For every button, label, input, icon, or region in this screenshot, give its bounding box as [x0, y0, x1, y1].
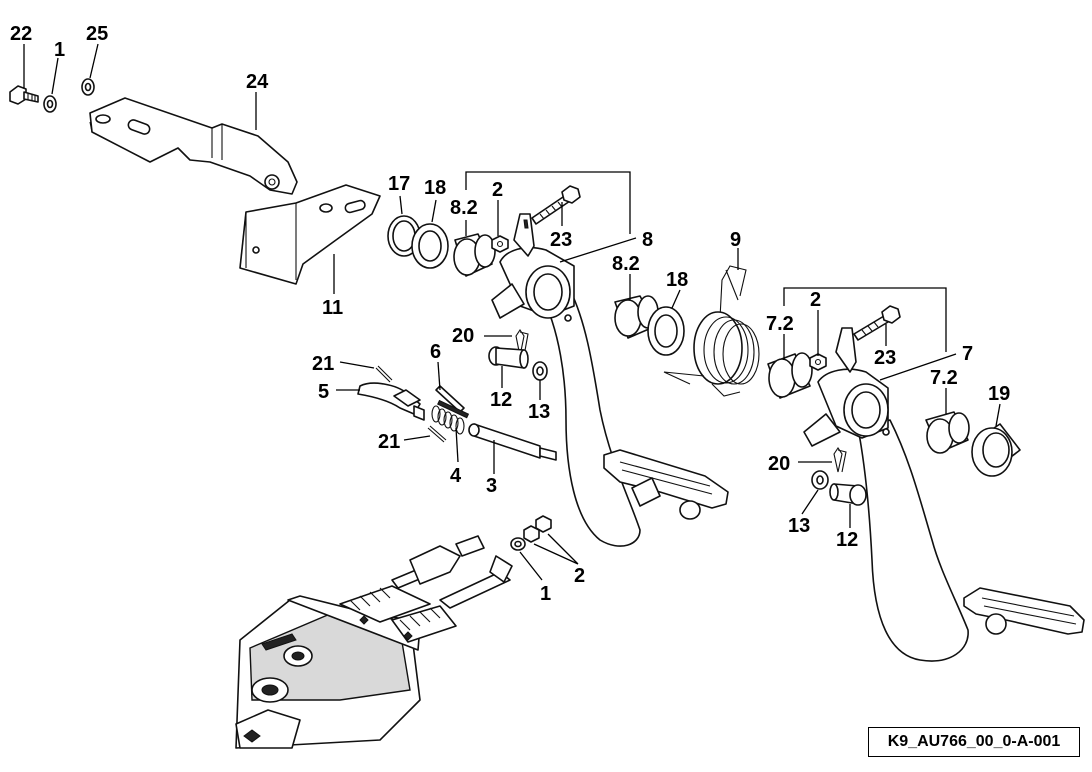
callout-4: 4 — [450, 465, 462, 487]
callout-21-upper: 21 — [312, 353, 334, 375]
callout-25: 25 — [86, 23, 108, 45]
pedal-7 — [803, 327, 1085, 662]
callout-21-lower: 21 — [378, 431, 400, 453]
callout-2-upper: 2 — [492, 179, 503, 201]
callout-13-upper: 13 — [528, 401, 550, 423]
callout-19: 19 — [988, 383, 1010, 405]
washer-13-upper — [532, 361, 548, 381]
rod-3 — [468, 423, 557, 461]
callout-7-2-left: 7.2 — [766, 313, 794, 335]
bushing-7-2-right — [925, 411, 970, 454]
callout-8-2-lower: 8.2 — [612, 253, 640, 275]
washer-18-upper — [411, 223, 449, 269]
callout-8-2-upper: 8.2 — [450, 197, 478, 219]
callout-9: 9 — [730, 229, 741, 251]
callout-2-right: 2 — [810, 289, 821, 311]
callout-7-2-right: 7.2 — [930, 367, 958, 389]
bushing-7-2-left — [767, 352, 813, 399]
callout-1-top: 1 — [54, 39, 65, 61]
cotter-21-lower — [427, 425, 447, 443]
callout-labels: 22 1 25 24 11 17 18 8.2 2 23 8 9 8.2 18 … — [10, 23, 1010, 605]
bushing-8-2-upper — [453, 233, 496, 277]
pin-12-right — [829, 483, 867, 506]
nuts-2-lower — [523, 515, 552, 543]
nut-2-upper — [491, 235, 509, 253]
washer-1-lower — [510, 537, 526, 551]
callout-7: 7 — [962, 343, 973, 365]
callout-18-lower: 18 — [666, 269, 688, 291]
bolt-23-upper — [531, 185, 581, 225]
cap-19 — [971, 423, 1021, 477]
washer-18-lower — [647, 306, 685, 356]
callout-5: 5 — [318, 381, 329, 403]
callout-3: 3 — [486, 475, 497, 497]
cotter-21-upper — [375, 365, 393, 383]
washer-13-right — [811, 470, 829, 490]
washer-25 — [81, 78, 95, 96]
callout-17: 17 — [388, 173, 410, 195]
callout-22: 22 — [10, 23, 32, 45]
clip-20-right — [833, 447, 847, 473]
callout-12-right: 12 — [836, 529, 858, 551]
callout-13-right: 13 — [788, 515, 810, 537]
callout-20-upper: 20 — [452, 325, 474, 347]
master-cylinder-assembly — [235, 535, 513, 749]
spring-4 — [431, 399, 470, 435]
callout-18-upper: 18 — [424, 177, 446, 199]
callout-8: 8 — [642, 229, 653, 251]
callout-20-right: 20 — [768, 453, 790, 475]
nut-2-right — [809, 353, 827, 371]
bracket-11 — [239, 184, 381, 285]
pin-12-upper — [488, 346, 529, 369]
leader-lines — [23, 43, 1001, 581]
bracket-24 — [89, 97, 298, 195]
drawing-reference-label: K9_AU766_00_0-A-001 — [868, 727, 1080, 757]
callout-11: 11 — [322, 297, 343, 319]
callout-24: 24 — [246, 71, 269, 93]
bolt-23-right — [853, 305, 901, 341]
callout-6: 6 — [430, 341, 441, 363]
callout-23-upper: 23 — [550, 229, 572, 251]
washer-1-top — [43, 95, 57, 113]
callout-2-lower: 2 — [574, 565, 585, 587]
bolt-22 — [9, 85, 39, 105]
pedal-8 — [491, 213, 729, 547]
spring-9 — [663, 265, 760, 397]
callout-1-lower: 1 — [540, 583, 551, 605]
clevis-5 — [357, 382, 425, 421]
callout-23-right: 23 — [874, 347, 896, 369]
callout-12-upper: 12 — [490, 389, 512, 411]
